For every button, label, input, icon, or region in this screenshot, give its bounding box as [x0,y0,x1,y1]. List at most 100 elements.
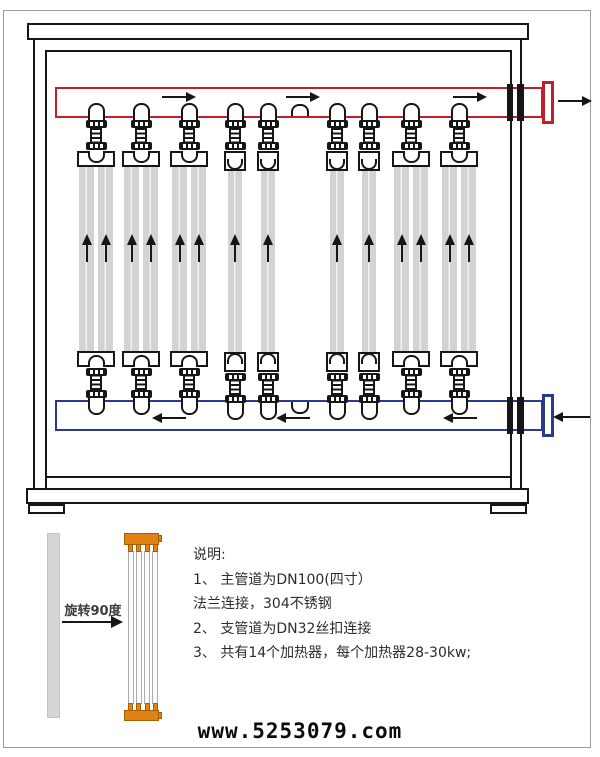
legend-tube-nipple-top [136,544,142,552]
outlet-arrow-icon [558,100,584,102]
flow-arrow-up-stem [234,244,236,262]
union-nut [224,373,246,381]
pipe-wall-seal [517,84,524,121]
branch-connector-bottom [119,351,163,415]
flow-arrow-up-stem [197,244,200,262]
flow-arrow-right-icon [286,96,314,98]
legend-heater-tube [127,551,134,704]
cabinet-left-wall [33,40,35,488]
flow-arrow-up-icon [230,234,240,245]
union-nut [400,120,422,128]
cabinet-foot-left [28,504,65,514]
branch-dome [360,401,378,420]
flow-arrow-up-stem [467,244,470,262]
branch-connector-bottom [389,351,433,415]
branch-dome [87,103,105,122]
branch-connector-bottom [246,352,290,420]
collar-arc [260,159,276,170]
union-nut [400,390,422,398]
notes-line: 法兰连接，304不锈钢 [193,596,332,612]
flow-arrow-up-icon [463,234,474,245]
outlet-arrow-icon-head [582,96,592,106]
collar-arc [329,353,345,364]
threaded-joint [453,128,465,142]
pipe-wall-seal [507,84,513,121]
flow-arrow-right-icon-head [186,92,196,102]
legend-rotate-label: 旋转90度 [64,604,122,619]
legend-tube-nipple-top [128,544,134,552]
inlet-flange [542,394,554,437]
threaded-joint [405,128,417,142]
threaded-joint [135,128,147,142]
threaded-joint [405,376,417,390]
branch-dome [450,396,468,415]
branch-connector-top [347,103,391,171]
union-nut [178,368,200,376]
union-nut [400,142,422,150]
flow-arrow-right-icon-head [477,92,487,102]
flow-arrow-up-stem [178,244,181,262]
pipe-crossover-bump-bottom [291,402,309,414]
plate-arc [450,151,468,163]
legend-header-bottom-tab [158,712,162,719]
threaded-joint [90,376,102,390]
cabinet-top-cap [27,23,529,40]
branch-connector-top [389,103,433,167]
legend-rotate-arrow-icon [62,621,112,623]
flow-arrow-up-icon [415,234,426,245]
branch-dome [402,103,420,122]
union-nut [257,373,279,381]
union-nut [224,142,246,150]
flow-arrow-up-stem [336,244,338,262]
outlet-flange [542,81,554,124]
watermark-text: www.5253079.com [197,719,403,743]
union-nut [358,142,380,150]
threaded-joint [183,376,195,390]
branch-dome [328,103,346,122]
union-nut [257,120,279,128]
threaded-joint [262,128,274,142]
union-nut [130,120,152,128]
flow-arrow-up-icon [444,234,455,245]
cabinet-right-wall-stub [510,478,512,488]
union-nut [130,390,152,398]
flow-arrow-up-icon [126,234,137,245]
plate-arc [132,151,150,163]
branch-dome [132,396,150,415]
flow-arrow-up-stem [419,244,422,262]
legend-header-top [124,533,159,545]
union-nut [448,120,470,128]
flow-arrow-up-stem [368,244,370,262]
cabinet-foot-right [490,504,527,514]
union-nut [178,142,200,150]
threaded-joint [363,381,375,395]
branch-connector-top [167,103,211,167]
pipe-crossover-bump-top [291,104,309,116]
plate-arc [180,151,198,163]
legend-heater-tube [152,551,159,704]
flow-arrow-up-stem [267,244,269,262]
flow-arrow-up-icon [263,234,273,245]
union-nut [257,395,279,403]
branch-dome [226,401,244,420]
union-nut [358,395,380,403]
flow-arrow-up-icon [174,234,185,245]
branch-dome [132,103,150,122]
plate-arc [402,151,420,163]
branch-connector-top [246,103,290,171]
cabinet-base [26,488,529,504]
flow-arrow-up-icon [332,234,342,245]
flow-arrow-up-stem [104,244,107,262]
flow-arrow-up-stem [400,244,403,262]
flow-arrow-up-stem [130,244,133,262]
branch-connector-top [315,103,359,171]
legend-header-top-tab [158,535,162,542]
flow-arrow-up-icon [364,234,374,245]
union-nut [358,373,380,381]
legend-tube-nipple-top [152,544,158,552]
flow-arrow-left-icon [158,417,186,419]
flow-arrow-up-stem [85,244,88,262]
union-nut [326,142,348,150]
plate-arc [450,355,468,367]
